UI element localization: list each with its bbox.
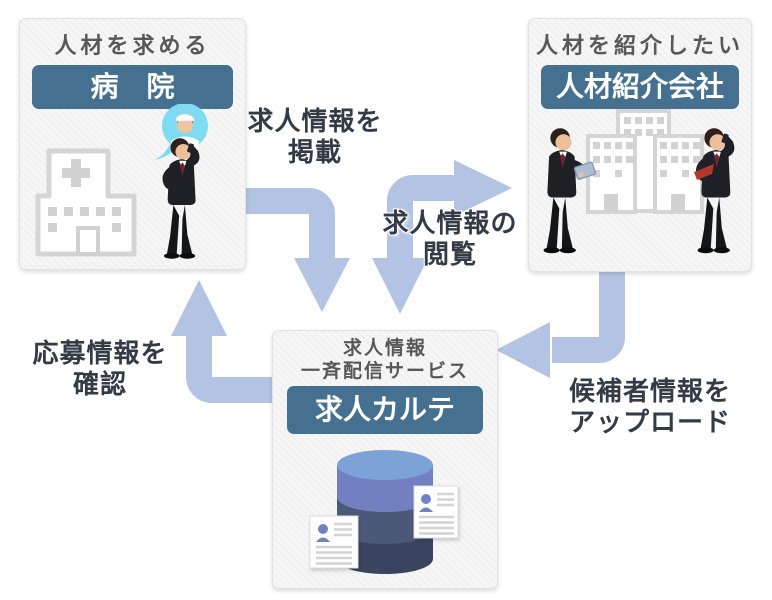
arrow-label-post-job-info: 求人情報を 掲載	[225, 106, 405, 168]
arrow-label-line: 候補者情報を	[568, 376, 731, 406]
database-icon	[337, 450, 433, 574]
hospital-box: 人材を求める 病 院	[19, 18, 246, 270]
arrow-label-confirm-application-info: 応募情報を 確認	[2, 338, 198, 400]
service-illustration	[309, 450, 459, 574]
red-notes-icon	[694, 164, 714, 180]
service-label: 求人カルテ	[287, 386, 483, 434]
resume-document-icon	[309, 515, 359, 569]
businessman-on-phone-icon	[162, 138, 200, 259]
arrow-label-line: 応募情報を	[32, 338, 168, 368]
arrow-label-line: 求人情報の	[382, 208, 518, 238]
service-box-title: 求人情報 一斉配信サービス	[273, 337, 497, 383]
agency-box: 人材を紹介したい 人材紹介会社	[528, 18, 752, 272]
office-buildings-icon	[586, 109, 704, 214]
hospital-building-icon	[35, 148, 137, 257]
arrow-view-job-info	[372, 160, 512, 314]
arrow-label-line: アップロード	[568, 407, 731, 437]
service-box: 求人情報 一斉配信サービス 求人カルテ	[272, 330, 498, 589]
nurse-speech-bubble-icon	[154, 104, 208, 160]
arrow-label-upload-candidate-info: 候補者情報を アップロード	[548, 376, 752, 438]
businessman-with-tablet-icon	[542, 127, 597, 254]
hospital-label: 病 院	[32, 65, 233, 109]
arrow-label-view-job-info: 求人情報の 閲覧	[360, 208, 540, 270]
arrow-label-line: 確認	[72, 369, 127, 399]
arrow-confirm-application-info	[171, 280, 276, 403]
agency-label: 人材紹介会社	[541, 65, 739, 109]
hospital-illustration	[35, 104, 208, 259]
service-box-title-line1: 求人情報	[342, 338, 427, 359]
arrow-label-line: 閲覧	[422, 239, 477, 269]
arrow-label-line: 掲載	[287, 137, 342, 167]
arrow-label-line: 求人情報を	[247, 106, 383, 136]
agency-illustration	[542, 109, 735, 254]
arrow-upload-candidate-info	[496, 268, 625, 378]
resume-document-icon	[413, 485, 459, 539]
agency-box-title: 人材を紹介したい	[535, 33, 744, 58]
hospital-box-title: 人材を求める	[54, 33, 211, 58]
arrow-post-job-info	[240, 188, 350, 312]
service-box-title-line2: 一斉配信サービス	[300, 361, 469, 382]
businessman-on-phone-icon	[695, 128, 735, 254]
